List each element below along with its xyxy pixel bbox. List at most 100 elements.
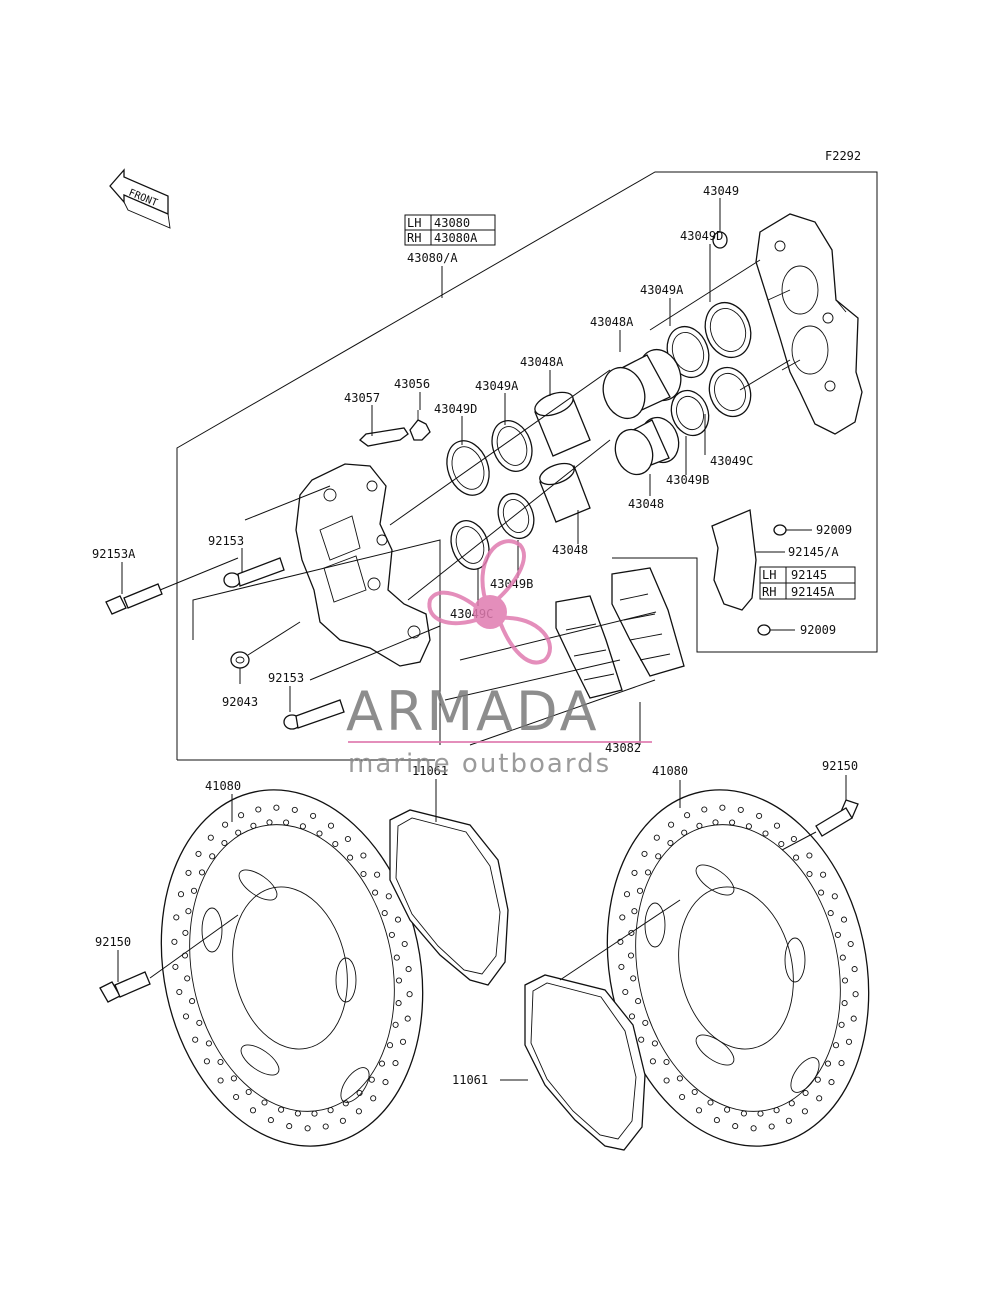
disc-hole	[679, 1093, 686, 1101]
disc-hole	[378, 1060, 386, 1067]
disc-hole	[195, 850, 202, 857]
label-92150-right: 92150	[822, 759, 858, 773]
disc-hole	[182, 1013, 190, 1020]
disc-hole	[327, 822, 335, 829]
disc-hole	[630, 975, 637, 982]
label-43056: 43056	[394, 377, 430, 391]
bracket-side-lh: LH	[762, 568, 776, 582]
caliper-part-lh: 43080	[434, 216, 470, 230]
disc-hole	[701, 806, 708, 813]
disc-hole	[310, 812, 317, 819]
label-92043: 92043	[222, 695, 258, 709]
disc-hole	[628, 1013, 636, 1020]
piston-43048-left	[539, 462, 591, 523]
label-92009-bottom: 92009	[800, 623, 836, 637]
caliper-assy-table: LH 43080 RH 43080A 43080/A	[404, 214, 496, 298]
disc-hole	[185, 869, 192, 876]
right-seals-pistons	[602, 231, 752, 476]
gasket-11061-bottom	[524, 974, 646, 1151]
disc-hole	[635, 998, 642, 1005]
disc-hole	[392, 1021, 399, 1028]
disc-hole	[818, 889, 825, 896]
label-43049-top: 43049	[703, 184, 739, 198]
seal-43049B-left	[497, 492, 535, 540]
label-43048-left: 43048	[552, 543, 588, 557]
disc-hole	[185, 908, 192, 915]
disc-hole	[802, 1089, 809, 1097]
disc-hole	[653, 834, 660, 841]
caliper-side-rh: RH	[407, 231, 421, 245]
disc-hole	[192, 1036, 199, 1043]
screw-92009-bottom	[757, 624, 771, 636]
disc-hole	[356, 1089, 363, 1097]
disc-hole	[691, 1088, 698, 1096]
disc-hole	[342, 1100, 349, 1107]
bolt-92153A	[105, 583, 163, 615]
disc-hole	[618, 963, 625, 970]
disc-hole	[171, 938, 178, 945]
disc-hole	[696, 822, 703, 829]
disc-holes-right	[617, 804, 859, 1132]
disc-hole	[217, 1058, 224, 1066]
disc-hole	[832, 1042, 840, 1049]
disc-hole	[304, 1125, 311, 1132]
gasket-11061-top	[389, 809, 509, 986]
label-41080-right: 41080	[652, 764, 688, 778]
disc-hole	[778, 840, 785, 848]
disc-hole	[695, 1107, 703, 1114]
disc-hole	[235, 829, 242, 836]
assembly-outline	[176, 171, 878, 761]
disc-hole	[327, 1107, 334, 1114]
disc-hole	[395, 1000, 402, 1007]
label-92150-left: 92150	[95, 935, 131, 949]
disc-hole	[655, 853, 662, 860]
disc-hole	[207, 834, 214, 841]
bleeder-43056	[409, 410, 431, 441]
label-43049D-right: 43049D	[680, 229, 723, 243]
disc-hole	[283, 819, 290, 826]
disc-hole	[286, 1123, 293, 1130]
label-43049C-right: 43049C	[710, 454, 753, 468]
piston-43048A-right	[602, 348, 682, 420]
disc-hole	[386, 1042, 394, 1049]
disc-hole	[385, 893, 392, 900]
disc-hole	[355, 1108, 362, 1115]
figure-code: F2292	[825, 149, 861, 163]
disc-hole	[788, 1100, 795, 1107]
seal-43049D-left	[446, 440, 490, 496]
disc-hole	[177, 891, 185, 898]
caliper-half-left	[295, 463, 431, 667]
disc-hole	[217, 1077, 224, 1084]
disc-hole	[663, 1058, 670, 1066]
disc-hole	[719, 804, 726, 811]
disc-hole	[622, 988, 629, 996]
disc-hole	[740, 1110, 747, 1117]
disc-hole	[205, 1040, 212, 1047]
disc-hole	[628, 929, 635, 936]
screw-92009-top	[773, 524, 787, 536]
disc-hole	[801, 1108, 808, 1115]
label-92009-top: 92009	[816, 523, 852, 537]
leader-lines	[117, 198, 847, 1081]
disc-hole	[360, 852, 367, 859]
disc-hole	[405, 966, 412, 973]
bolt-92153-top	[223, 557, 285, 588]
disc-hole	[713, 1117, 720, 1124]
disc-hole	[347, 854, 354, 861]
disc-hole	[399, 1038, 407, 1045]
disc-hole	[273, 804, 280, 811]
disc-hole	[668, 821, 675, 828]
label-43049A-left: 43049A	[475, 379, 519, 393]
label-43082: 43082	[605, 741, 641, 755]
disc-hole	[631, 869, 638, 876]
disc-hole	[820, 871, 827, 878]
disc-hole	[266, 819, 273, 826]
disc-hole	[222, 821, 229, 828]
caliper-assy-label: 43080/A	[407, 251, 458, 265]
disc-hole	[381, 910, 388, 917]
label-43048A-left: 43048A	[520, 355, 564, 369]
bracket-part-lh: 92145	[791, 568, 827, 582]
disc-hole	[404, 1015, 411, 1022]
disc-hole	[233, 1093, 240, 1101]
disc-hole	[209, 853, 216, 860]
